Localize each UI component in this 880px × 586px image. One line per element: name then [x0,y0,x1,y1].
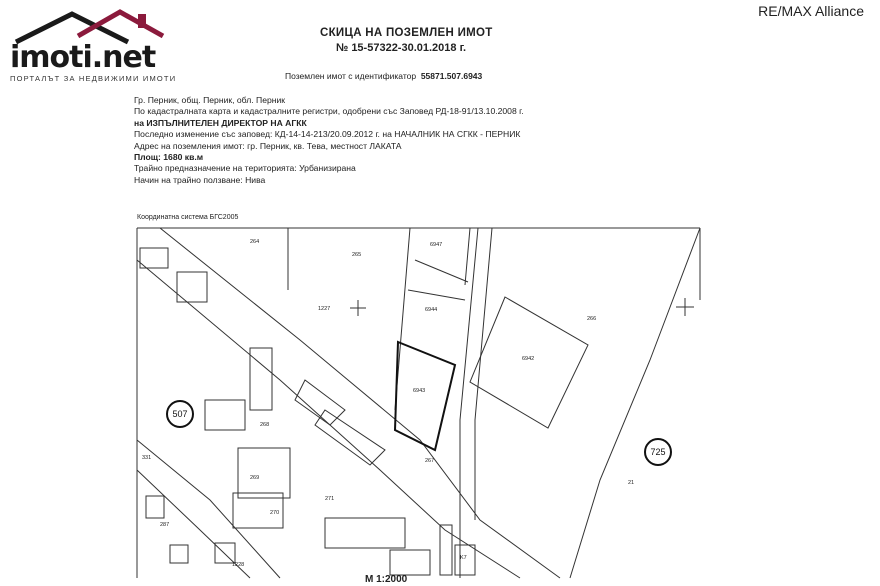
map-scale: М 1:2000 [365,574,408,585]
info-line-purpose: Трайно предназначение на територията: Ур… [134,163,356,174]
parcel-6943-outline [393,340,457,452]
parcel-label-265: 265 [352,252,361,258]
parcel-label-267: 267 [425,458,434,464]
parcel-label-271: 271 [325,496,334,502]
house-roof-icon [14,9,165,45]
document-info: Гр. Перник, общ. Перник, обл. Перник По … [134,95,524,186]
info-line-address: Адрес на поземления имот: гр. Перник, кв… [134,140,402,151]
parcel-6942-outline [469,296,589,429]
parcel-label-6944: 6944 [425,307,437,313]
coordinate-system-label: Координатна система БГС2005 [137,214,239,221]
info-line-last-change: Последно изменение със заповед: КД-14-14… [134,129,521,140]
road-line-5 [459,227,479,578]
ident-value: 55871.507.6943 [420,71,483,81]
info-line-approval: По кадастралната карта и кадастралните р… [134,106,524,117]
parcel-label-331: 331 [142,455,151,461]
document-title: СКИЦА НА ПОЗЕМЛЕН ИМОТ [320,27,493,39]
boundary-right [569,227,701,579]
parcel-label-1227: 1227 [318,306,330,312]
svg-text:725: 725 [650,447,665,457]
road-line-3 [136,439,281,579]
parcel-label-6947: 6947 [430,242,442,248]
ident-label: Поземлен имот с идентификатор [285,71,417,81]
parcel-label-270: 270 [270,510,279,516]
parcel-circle-725: 725 [644,438,672,466]
road-line-1 [137,227,561,579]
info-line-area: Площ: 1680 кв.м [134,152,204,163]
parcel-label-287: 287 [160,522,169,528]
parcel-label-6942: 6942 [522,356,534,362]
parcel-label-268: 268 [260,422,269,428]
agency-watermark: RE/MAX Alliance [758,3,864,19]
survey-marks [350,298,694,316]
document-number: № 15-57322-30.01.2018 г. [336,42,467,54]
parcel-identifier: Поземлен имот с идентификатор 55871.507.… [285,71,482,81]
road-line-6 [474,227,493,520]
imoti-logo[interactable]: imoti.net ПОРТАЛЪТ ЗА НЕДВИЖИМИ ИМОТИ [8,6,175,86]
road-line-4 [136,469,251,579]
logo-name-part2: .net [91,40,156,75]
info-line-usage: Начин на трайно ползване: Нива [134,174,266,185]
parcel-label-269: 269 [250,475,259,481]
parcel-label-k7: K7 [460,555,467,561]
info-line-director: на ИЗПЪЛНИТЕЛЕН ДИРЕКТОР НА АГКК [134,117,307,128]
info-line-location: Гр. Перник, общ. Перник, обл. Перник [134,95,286,105]
parcel-circle-507: 507 [166,400,194,428]
parcel-label-1228: 1228 [232,562,244,568]
parcel-label-264: 264 [250,239,259,245]
logo-tagline: ПОРТАЛЪТ ЗА НЕДВИЖИМИ ИМОТИ [10,74,177,83]
parcel-label-6943: 6943 [413,388,425,394]
logo-name-part1: imoti [10,40,93,75]
svg-text:507: 507 [172,409,187,419]
parcel-label-21: 21 [628,480,634,486]
road-line-2 [136,259,521,579]
logo-wordmark: imoti.net [10,40,156,75]
parcel-label-266: 266 [587,316,596,322]
